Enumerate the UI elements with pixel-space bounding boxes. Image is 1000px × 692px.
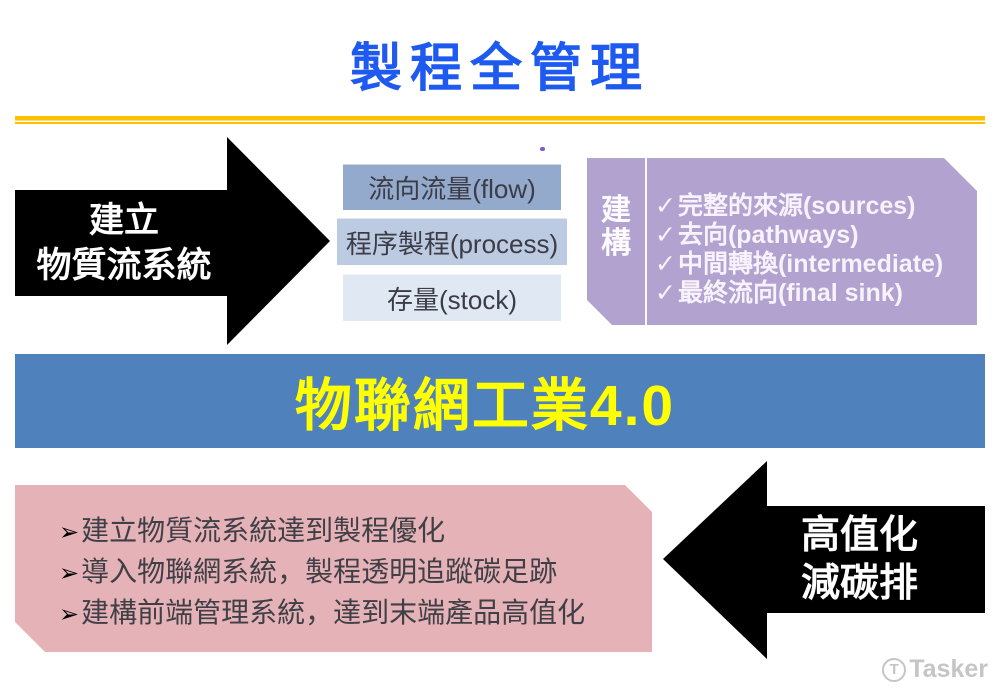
build-checklist-item: ✓去向(pathways) <box>655 221 943 250</box>
high-value-arrow-label: 高值化 減碳排 <box>767 506 952 613</box>
result-bullet-item: ➢導入物聯網系統，製程透明追蹤碳足跡 <box>59 552 652 593</box>
build-checklist-item-text: 中間轉換(intermediate) <box>677 250 944 278</box>
build-checklist-item: ✓完整的來源(sources) <box>655 192 943 221</box>
result-bullet-text: 導入物聯網系統，製程透明追蹤碳足跡 <box>81 556 558 587</box>
build-checklist-item: ✓中間轉換(intermediate) <box>655 250 943 279</box>
flow-box-flow: 流向流量(flow) <box>343 164 561 210</box>
high-value-arrow-line1: 高值化 <box>800 513 918 557</box>
build-checklist: ✓完整的來源(sources) ✓去向(pathways) ✓中間轉換(inte… <box>647 158 943 325</box>
build-panel-side-label: 建 構 <box>587 158 647 325</box>
result-bullet-text: 建立物質流系統達到製程優化 <box>81 515 446 546</box>
result-bullet-item: ➢建構前端管理系統，達到末端產品高值化 <box>59 593 652 634</box>
build-checklist-item: ✓最終流向(final sink) <box>655 279 943 308</box>
watermark-text: Tasker <box>909 655 988 683</box>
result-bullet-item: ➢建立物質流系統達到製程優化 <box>59 511 652 552</box>
material-flow-arrow-line2: 物質流系統 <box>36 246 212 285</box>
material-flow-arrow-line1: 建立 <box>88 201 159 240</box>
checkmark-icon: ✓ <box>655 221 676 249</box>
checkmark-icon: ✓ <box>655 279 676 307</box>
arrowhead-bullet-icon: ➢ <box>59 560 80 587</box>
page-title: 製程全管理 <box>349 40 650 98</box>
tasker-logo-icon: T <box>882 657 907 682</box>
flow-box-stock: 存量(stock) <box>343 274 561 321</box>
title-underline-rule <box>15 116 985 124</box>
build-checklist-item-text: 去向(pathways) <box>677 221 859 249</box>
flow-box-process-label: 程序製程(process) <box>345 228 559 259</box>
build-checklist-item-text: 完整的來源(sources) <box>677 192 916 220</box>
checkmark-icon: ✓ <box>655 192 676 220</box>
iot-banner: 物聯網工業4.0 <box>15 354 985 448</box>
build-panel-side-label-char1: 建 <box>601 193 631 227</box>
result-bullet-text: 建構前端管理系統，達到末端產品高值化 <box>81 597 586 628</box>
material-flow-arrow: 建立 物質流系統 <box>15 137 330 345</box>
build-panel: 建 構 ✓完整的來源(sources) ✓去向(pathways) ✓中間轉換(… <box>587 158 977 325</box>
arrowhead-bullet-icon: ➢ <box>59 601 80 628</box>
high-value-arrow: 高值化 減碳排 <box>663 461 985 659</box>
material-flow-arrow-label: 建立 物質流系統 <box>19 190 229 296</box>
iot-banner-text: 物聯網工業4.0 <box>294 374 676 438</box>
result-panel: ➢建立物質流系統達到製程優化 ➢導入物聯網系統，製程透明追蹤碳足跡 ➢建構前端管… <box>15 485 652 652</box>
flow-box-flow-label: 流向流量(flow) <box>368 174 536 204</box>
arrowhead-bullet-icon: ➢ <box>59 519 80 546</box>
high-value-arrow-line2: 減碳排 <box>800 561 918 605</box>
flow-box-process: 程序製程(process) <box>337 218 567 265</box>
build-panel-side-label-char2: 構 <box>601 226 631 260</box>
build-checklist-item-text: 最終流向(final sink) <box>677 279 903 307</box>
result-bullet-list: ➢建立物質流系統達到製程優化 ➢導入物聯網系統，製程透明追蹤碳足跡 ➢建構前端管… <box>15 485 652 634</box>
flow-box-stock-label: 存量(stock) <box>386 284 517 315</box>
watermark: T Tasker <box>882 655 988 684</box>
checkmark-icon: ✓ <box>655 250 676 278</box>
stray-dot-artifact <box>540 147 545 151</box>
